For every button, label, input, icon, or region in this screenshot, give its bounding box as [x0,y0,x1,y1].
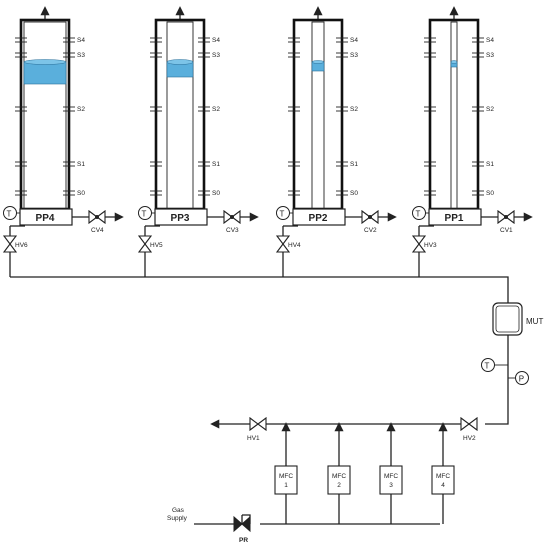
sensor-label-s1: S1 [350,161,358,168]
sensor-label-s2: S2 [77,106,85,113]
mfc-number: 1 [284,482,288,489]
sensor-label-s4: S4 [486,37,494,44]
gas-supply-label: Gas Supply [167,507,188,522]
svg-text:PR: PR [239,537,248,544]
column-label: PP1 [445,213,464,224]
svg-text:T: T [485,362,490,371]
hand-valve-label: HV3 [424,242,437,249]
temperature-symbol: T [416,210,421,219]
mut-to-manifold-pipe [485,335,509,425]
liquid-level [23,61,67,85]
temperature-symbol: T [280,210,285,219]
sensor-label-s4: S4 [77,37,85,44]
mfc-label: MFC [436,473,450,480]
mfc-2: MFC 2 [327,422,351,524]
sensor-label-s2: S2 [212,106,220,113]
mfc-label: MFC [384,473,398,480]
check-valve-label: CV3 [226,227,239,234]
sensor-label-s3: S3 [486,52,494,59]
mut-label: MUT [526,317,543,326]
liquid-surface [311,60,325,64]
pressure-regulator: PR [233,514,251,544]
check-valve-dot [230,215,234,219]
hand-valve [275,235,291,253]
temperature-symbol: T [142,210,147,219]
check-valve-label: CV1 [500,227,513,234]
column-label: PP2 [309,213,328,224]
column-shell [19,18,71,211]
column-shell [154,18,206,211]
hand-valve-label: HV4 [288,242,301,249]
sensor-label-s4: S4 [350,37,358,44]
mut-vessel: MUT [492,302,543,336]
column-header-pipe [10,276,509,335]
sensor-label-s0: S0 [486,190,494,197]
mfc-number: 3 [389,482,393,489]
svg-text:HV2: HV2 [463,435,476,442]
mfc-3: MFC 3 [379,422,403,524]
hand-valve-label: HV5 [150,242,163,249]
check-valve-label: CV4 [91,227,104,234]
hand-valve-hv2: HV2 [460,416,478,442]
mfc-box [274,465,298,495]
mfc-number: 2 [337,482,341,489]
mfc-4: MFC 4 [431,422,455,524]
hand-valve [137,235,153,253]
check-valve-label: CV2 [364,227,377,234]
mut-pressure-sensor: P [508,371,529,385]
mfc-1: MFC 1 [274,422,298,524]
mfc-label: MFC [279,473,293,480]
hand-valve [411,235,427,253]
column-shell [292,18,344,211]
temperature-symbol: T [7,210,12,219]
mfc-label: MFC [332,473,346,480]
svg-text:P: P [519,375,524,384]
sensor-label-s3: S3 [77,52,85,59]
mfc-layer: MFC 1 MFC 2 MFC 3 MFC 4 [274,422,455,524]
mfc-box [431,465,455,495]
hand-valve-hv1: HV1 [247,416,267,442]
sensor-label-s3: S3 [212,52,220,59]
sensor-label-s1: S1 [212,161,220,168]
check-valve-dot [368,215,372,219]
check-valve-dot [95,215,99,219]
check-valve-dot [504,215,508,219]
sensor-label-s0: S0 [77,190,85,197]
mfc-box [327,465,351,495]
sensor-label-s2: S2 [350,106,358,113]
mfc-number: 4 [441,482,445,489]
sensor-label-s3: S3 [350,52,358,59]
sensor-label-s2: S2 [486,106,494,113]
sensor-label-s4: S4 [212,37,220,44]
hand-valve [2,235,18,253]
column-label: PP3 [171,213,190,224]
mut-temperature-sensor: T [481,358,508,372]
svg-text:Supply: Supply [167,515,188,522]
sensor-label-s0: S0 [212,190,220,197]
mfc-box [379,465,403,495]
column-shell [428,18,480,211]
liquid-surface [23,59,67,65]
svg-text:HV1: HV1 [247,435,260,442]
svg-text:Gas: Gas [172,507,185,514]
liquid-surface [450,60,458,64]
liquid-surface [166,59,194,65]
sensor-label-s0: S0 [350,190,358,197]
sensor-label-s1: S1 [486,161,494,168]
column-label: PP4 [36,213,55,224]
hand-valve-label: HV6 [15,242,28,249]
sensor-label-s1: S1 [77,161,85,168]
